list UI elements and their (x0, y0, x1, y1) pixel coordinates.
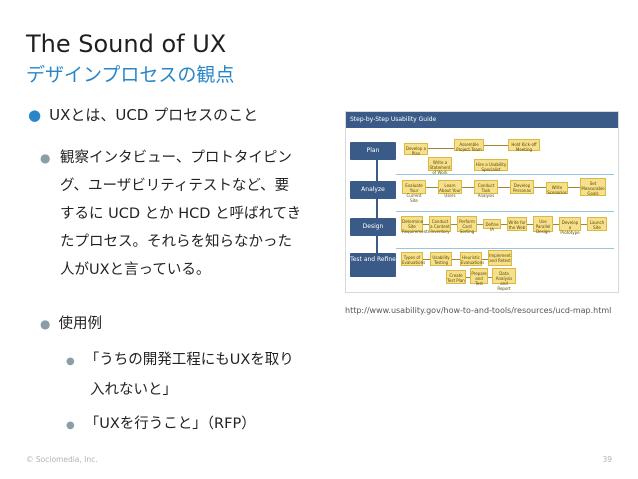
flow-box: Hire a Usability Specialist (474, 159, 508, 172)
para-line: 観察インタビュー、プロトタイピン (60, 150, 292, 166)
flow-box: Hold Kick-off Meeting (508, 139, 540, 152)
flow-connector (423, 259, 430, 260)
flow-box: Write Scenarios (546, 182, 568, 195)
flow-box: Write for the Web (507, 217, 527, 231)
flow-box: Learn About Your Users (438, 180, 462, 198)
flow-box: Prepare and Test (470, 268, 488, 286)
flow-connector (466, 277, 470, 278)
flow-box: Launch Site (587, 217, 607, 231)
example-text: 「UXを行うこと」（RFP） (84, 416, 256, 432)
row-separator (396, 174, 614, 175)
flow-box: Usability Testing (430, 252, 452, 266)
flow-box: Implement and Retest (488, 250, 512, 266)
phase-connector-line (376, 150, 378, 275)
diagram-source-caption: http://www.usability.gov/how-to-and-tool… (345, 306, 612, 315)
flow-box: Write a Statement of Work (428, 157, 452, 175)
ucd-map-diagram: Step-by-Step Usability Guide Plan Analyz… (345, 111, 619, 293)
flow-box: Develop a Prototype (559, 217, 581, 235)
flow-connector (553, 224, 559, 225)
para-line: するに UCD とか HCD と呼ばれてき (60, 206, 302, 222)
flow-connector (501, 224, 507, 225)
paragraph-explanation: ● 観察インタビュー、プロトタイピン グ、ユーザビリティテストなど、要 するに … (40, 144, 340, 284)
flow-box: Conduct Task Analysis (474, 180, 498, 198)
row-separator (396, 248, 614, 249)
flow-box: Create Test Plan (446, 270, 466, 284)
flow-box: Conduct a Content Inventory (429, 216, 451, 234)
page-number: 39 (602, 455, 612, 464)
flow-box: Define IA (483, 219, 501, 232)
flow-box: Heuristic Evaluations (460, 252, 484, 266)
slide-subtitle: デザインプロセスの観点 (26, 64, 235, 86)
slide-title: The Sound of UX (26, 30, 227, 58)
flow-connector (568, 187, 580, 188)
bullet-dot-icon: ● (28, 106, 42, 124)
flow-box: Set Measurable Goals (580, 178, 606, 196)
phase-plan: Plan (350, 142, 396, 160)
phase-analyze: Analyze (350, 181, 396, 199)
flow-box: Types of Evaluations (401, 252, 425, 266)
para-line: グ、ユーザビリティテストなど、要 (60, 178, 290, 194)
example-item-2: ● 「UXを行うこと」（RFP） (66, 410, 256, 440)
flow-box: Determine Site Requirements (401, 216, 430, 234)
row-separator (396, 211, 614, 212)
bullet-dot-icon: ● (40, 317, 51, 331)
flow-box: Evaluate Your Current Site (402, 180, 426, 203)
flow-connector (498, 187, 510, 188)
flow-connector (462, 187, 474, 188)
bullet-dot-icon: ● (66, 420, 75, 431)
flow-connector (484, 145, 508, 146)
footer-copyright: © Sociomedia, Inc. (26, 455, 98, 464)
bullet-ux-ucd: ● UXとは、UCD プロセスのこと (28, 104, 258, 125)
para-line: 人がUXと言っている。 (60, 262, 211, 278)
example-text: 「うちの開発工程にもUXを取り (84, 352, 294, 368)
flow-connector (477, 224, 483, 225)
example-item-1: ● 「うちの開発工程にもUXを取り 入れないと」 (66, 346, 294, 404)
bullet-text: UXとは、UCD プロセスのこと (49, 106, 259, 124)
phase-test-refine: Test and Refine (350, 253, 396, 277)
bullet-dot-icon: ● (66, 356, 75, 367)
flow-box: Perform Card Sorting (457, 216, 477, 234)
diagram-header: Step-by-Step Usability Guide (346, 112, 618, 128)
flow-connector (488, 277, 492, 278)
flow-box: Data Analysis and Report (492, 268, 516, 291)
flow-connector (534, 187, 546, 188)
flow-box: Develop Personas (510, 180, 534, 194)
flow-connector (428, 148, 454, 149)
bullet-examples: ● 使用例 (40, 312, 102, 333)
flow-connector (451, 224, 457, 225)
flow-box: Develop a Plan (404, 143, 428, 156)
bullet-dot-icon: ● (40, 151, 51, 165)
bullet-text: 使用例 (58, 316, 102, 332)
flow-connector (527, 224, 533, 225)
flow-connector (581, 224, 587, 225)
flow-box: Assemble Project Team (454, 139, 484, 152)
example-text-cont: 入れないと」 (90, 382, 177, 398)
flow-connector (452, 259, 460, 260)
flow-connector (426, 187, 438, 188)
flow-connector (423, 224, 429, 225)
para-line: たプロセス。それらを知らなかった (60, 234, 292, 250)
flow-connector (482, 259, 488, 260)
flow-box: Use Parallel Design (533, 216, 553, 234)
phase-design: Design (350, 218, 396, 236)
